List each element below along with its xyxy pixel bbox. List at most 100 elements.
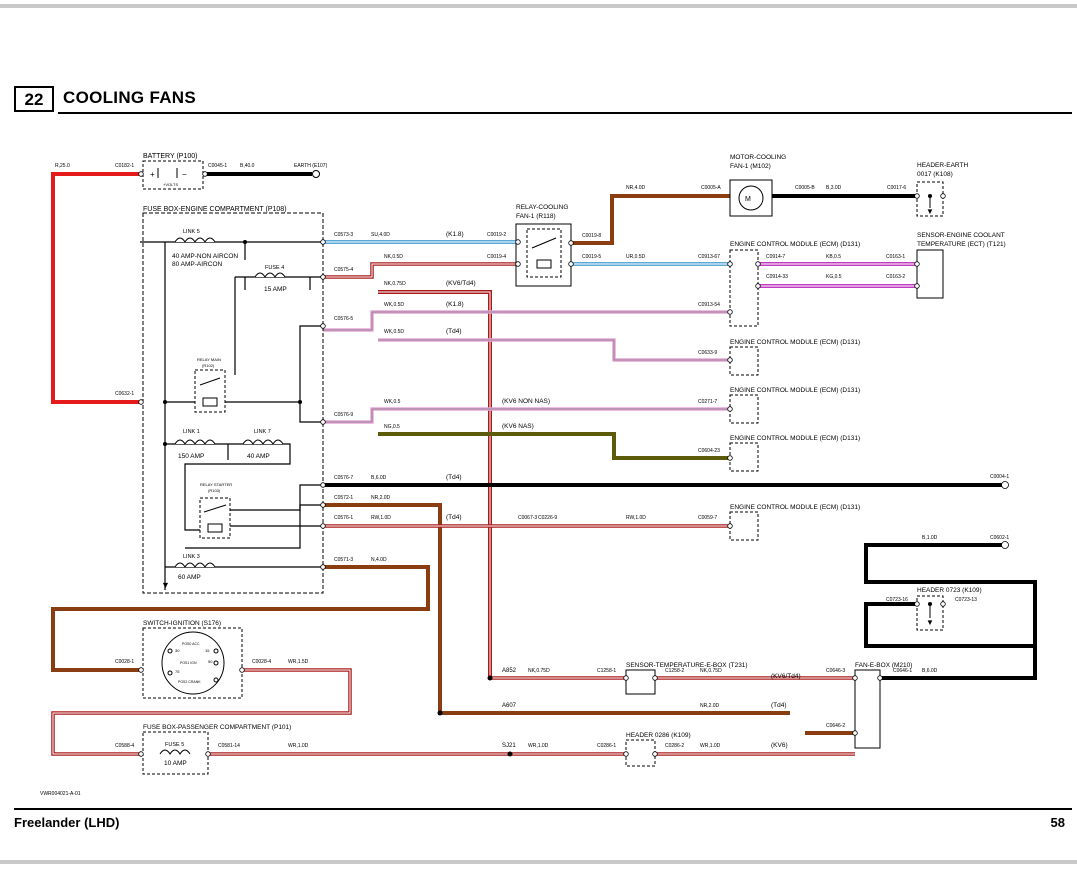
diagram-text-wires-su40: SU,4.0D [371,232,390,238]
diagram-text-labels-k18a: (K1.8) [446,231,464,238]
diagram-text-components-ign-pos2: POS1 IGN [180,661,197,665]
terminals [138,171,1009,757]
wire-wk-2 [378,338,730,362]
diagram-text-wires-b60: B,6.0D [371,475,387,481]
diagram-text-components-link1: LINK 1 [183,429,200,435]
diagram-text-connectors-c0602-1: C0602-1 [990,535,1009,541]
link5-fuse [174,237,216,243]
diagram-text-connectors-c0913-67: C0913-67 [698,254,720,260]
switch-ignition [142,627,243,699]
wire-nr-motor [571,194,730,245]
diagram-text-connectors-c0045: C0045-1 [208,163,227,169]
diagram-text-wires-r25: R,25.0 [55,163,70,169]
diagram-text-connectors-c0004-1: C0004-1 [990,474,1009,480]
diagram-text-connectors-c0019-5: C0019-5 [582,254,601,260]
diagram-text-connectors-c0163-2: C0163-2 [886,274,905,280]
diagram-text-connectors-c0028-4: C0028-4 [252,659,271,665]
diagram-text-components-motor-1: MOTOR-COOLING [730,154,786,161]
diagram-text-connectors-c0059-7: C0059-7 [698,515,717,521]
diagram-text-wires-b6: B,6.0D [922,668,938,674]
diagram-text-wires-nk075: NK,0.75D [528,668,550,674]
diagram-text-components-fan-ebox: FAN-E-BOX (M210) [855,662,912,669]
diagram-text-components-fuse5: FUSE 5 [165,742,184,748]
svg-text:▼: ▼ [926,207,934,216]
link7-fuse [242,439,284,445]
diagram-text-labels-k18b: (K1.8) [446,301,464,308]
diagram-text-wires-nk-a: NK,0.5D [384,254,403,260]
diagram-text-connectors-c0017-6: C0017-6 [887,185,906,191]
diagram-text-components-header-0723: HEADER 0723 (K109) [917,587,982,594]
diagram-text-wires-nk075b: NK,0.75D [700,668,722,674]
diagram-text-components-link7: LINK 7 [254,429,271,435]
diagram-text-connectors-c0019-4: C0019-4 [487,254,506,260]
fuse4 [254,272,286,278]
diagram-text-components-sensor-ect-1: SENSOR-ENGINE COOLANT [917,232,1005,239]
link5-label: LINK 5 [183,229,200,235]
diagram-text-wires-nk-b: NK,0.75D [384,281,406,287]
diagram-text-connectors-c0646-1: C0646-1 [893,668,912,674]
footer-model: Freelander (LHD) [14,815,120,830]
diagram-text-labels-td4b: (Td4) [446,474,462,481]
internal-wiring [140,241,323,590]
diagram-text-wires-ur: UR,0.5D [626,254,646,260]
diagram-text-components-ecm: ENGINE CONTROL MODULE (ECM) (D131) [730,241,860,248]
diagram-text-wires-nr20: NR,2.0D [371,495,391,501]
page-number: 58 [1050,815,1065,830]
svg-text:▼: ▼ [926,618,934,627]
diagram-text-connectors-c0226-9: C0226-9 [538,515,557,521]
diagram-text-wires-b30: B,3.0D [826,185,842,191]
diagram-text-components-ecm: ENGINE CONTROL MODULE (ECM) (D131) [730,387,860,394]
diagram-text-connectors-c0633-9: C0633-9 [698,350,717,356]
diagram-text-wires-nr40: NR,4.0D [626,185,646,191]
wire-b-6 [880,646,1037,680]
diagram-text-components-relay-cooling-2: FAN-1 (R118) [516,213,556,220]
fan-ebox [854,669,881,749]
diagram-text-components-fuse4: FUSE 4 [265,265,284,271]
diagram-text-components-ecm: ENGINE CONTROL MODULE (ECM) (D131) [730,504,860,511]
sensor-ect [916,249,944,299]
connector-labels: C0182-1 C0045-1 C0632-1 C0573-3 C0575-4 … [115,163,1009,749]
variant-labels: (K1.8) (KV6/Td4) (K1.8) (Td4) (KV6 NON N… [446,231,801,749]
diagram-text-connectors-c0914-33: C0914-33 [766,274,788,280]
diagram-text-labels-td4a: (Td4) [446,328,462,335]
diagram-text-components-header-earth-2: 0017 (K108) [917,171,953,178]
svg-text:+: + [150,170,155,179]
wire-wk-1 [323,310,730,332]
diagram-text-components-sensor-ebox: SENSOR-TEMPERATURE-E-BOX (T231) [626,662,748,669]
ecm-5 [729,511,759,541]
diagram-text-connectors-c0646-2: C0646-2 [826,723,845,729]
link3-fuse [174,562,216,568]
battery-positive-wire [51,172,140,404]
diagram-text-components-header-earth-1: HEADER-EARTH [917,162,968,169]
diagram-text-labels-kv6td4b: (KV6/Td4) [771,673,801,680]
diagram-text-wires-wr10: WR,1.0D [288,743,309,749]
section-number: 22 [14,86,54,112]
sensor-ebox [625,669,656,695]
diagram-text-components-fuse4-amp: 15 AMP [264,286,287,293]
diagram-text-components-link1-amp: 150 AMP [178,453,204,460]
wire-n-4 [51,565,430,672]
diagram-text-connectors-c1258-1: C1258-1 [597,668,616,674]
diagram-text-wires-wk-b: WK,0.5D [384,329,404,335]
diagram-text-connectors-c0576-7: C0576-7 [334,475,353,481]
svg-text:−: − [182,170,187,179]
diagram-text-components-fuse5-amp: 10 AMP [164,760,187,767]
footer-rule [14,808,1072,810]
diagram-text-wires-wr10c: WR,1.0D [700,743,721,749]
diagram-text-connectors-c0581-14: C0581-14 [218,743,240,749]
header-0286 [625,739,656,767]
ecm-3 [729,394,759,424]
earth-terminal [312,170,320,178]
diagram-text-connectors-c0913-54: C0913-54 [698,302,720,308]
splices [163,194,932,757]
diagram-text-wires-wk-c: WK,0.5 [384,399,401,405]
wire-nr-2 [323,503,790,715]
diagram-text-wires-ng: NG,0.5 [384,424,400,430]
wire-labels: R,25.0 B,40.0 SU,4.0D NK,0.5D NK,0.75D N… [55,163,938,749]
diagram-text-components-sensor-ect-2: TEMPERATURE (ECT) (T121) [917,241,1006,248]
diagram-text-connectors-a852: A852 [502,668,517,674]
diagram-text-connectors-c0163-1: C0163-1 [886,254,905,260]
header-earth [916,181,944,217]
diagram-text-components-relay-main: RELAY MAIN [197,357,221,362]
diagram-text-connectors-c0723-13: C0723-13 [955,597,977,603]
